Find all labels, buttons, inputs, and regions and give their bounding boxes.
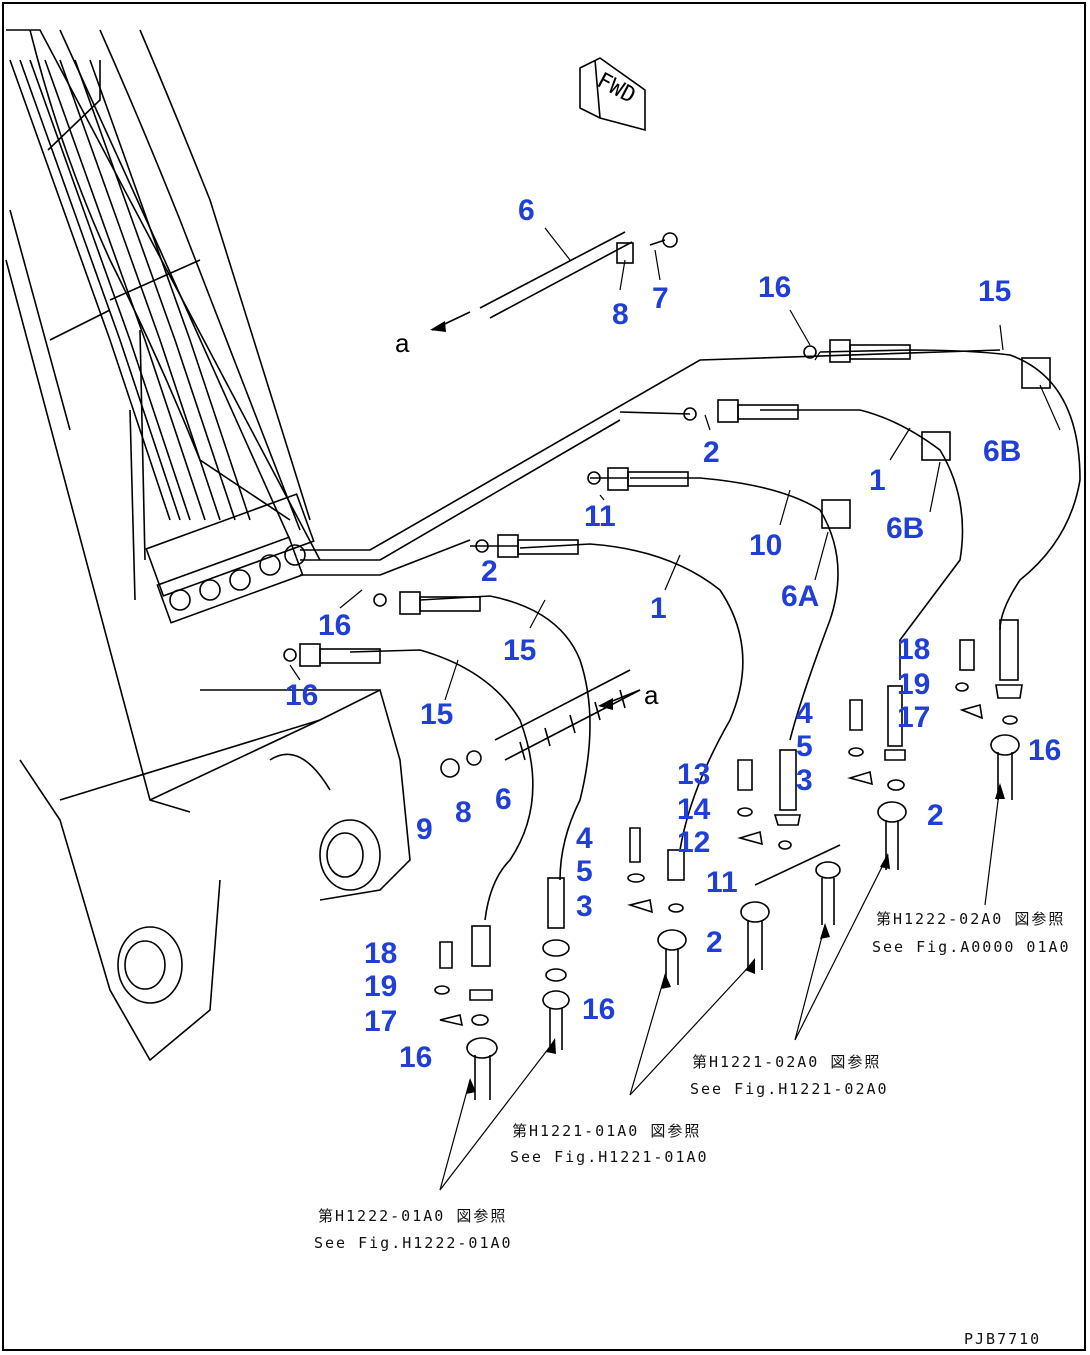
callout-part-17: 17: [897, 701, 931, 734]
reference-h1222-01-jp: 第H1222-01A0 図参照: [318, 1207, 508, 1225]
callout-part-16: 16: [582, 993, 616, 1026]
reference-h1221-02-en: See Fig.H1221-02A0: [690, 1080, 889, 1098]
fitting-group-right: [815, 619, 1023, 925]
callout-part-11: 11: [706, 866, 738, 899]
callout-part-1: 1: [650, 592, 667, 625]
boom-hoses: [9, 59, 251, 601]
callout-part-6a: 6A: [781, 580, 820, 613]
callout-part-16: 16: [285, 679, 319, 712]
callout-part-6: 6: [518, 194, 535, 227]
callout-part-18: 18: [897, 633, 931, 666]
callout-part-3: 3: [576, 890, 593, 923]
callout-part-6b: 6B: [886, 512, 925, 545]
arrowheads: [430, 321, 1005, 1094]
callout-part-1: 1: [869, 464, 886, 497]
hose-lines: [349, 349, 1081, 921]
callout-part-6: 6: [495, 783, 512, 816]
callout-part-2: 2: [706, 926, 723, 959]
callout-part-15: 15: [978, 275, 1012, 308]
callout-part-15: 15: [420, 698, 454, 731]
callout-part-2: 2: [927, 799, 944, 832]
reference-h1221-01-jp: 第H1221-01A0 図参照: [512, 1122, 702, 1140]
leader-lines: [289, 227, 1061, 701]
callout-part-2: 2: [481, 555, 498, 588]
reference-h1222-01-en: See Fig.H1222-01A0: [314, 1234, 513, 1252]
callout-part-19: 19: [364, 970, 398, 1003]
part-6-rod-top: [431, 231, 678, 331]
callout-part-5: 5: [796, 730, 813, 763]
callout-part-11: 11: [584, 500, 616, 533]
view-marker-a-lower: a: [644, 680, 659, 710]
callout-part-6b: 6B: [983, 435, 1022, 468]
callout-part-16: 16: [318, 609, 352, 642]
callout-part-16: 16: [399, 1041, 433, 1074]
fitting-group-middle: [627, 749, 841, 985]
drawing-code: PJB7710: [964, 1330, 1042, 1348]
callout-part-16: 16: [758, 271, 792, 304]
reference-h1221-02-jp: 第H1221-02A0 図参照: [692, 1053, 882, 1071]
callout-part-4: 4: [576, 822, 593, 855]
callout-part-18: 18: [364, 937, 398, 970]
reference-h1222-02-en: See Fig.A0000 01A0: [872, 938, 1071, 956]
callout-part-8: 8: [455, 796, 472, 829]
view-marker-a-top: a: [395, 328, 410, 358]
callout-part-16: 16: [1028, 734, 1062, 767]
callout-part-15: 15: [503, 634, 537, 667]
fwd-arrow-icon: [579, 57, 646, 132]
callout-part-14: 14: [677, 793, 711, 826]
callout-part-19: 19: [897, 668, 931, 701]
callout-part-7: 7: [652, 282, 669, 315]
callout-part-13: 13: [677, 758, 711, 791]
reference-h1222-02-jp: 第H1222-02A0 図参照: [876, 910, 1066, 928]
callout-part-9: 9: [416, 813, 433, 846]
reference-arrows: [439, 784, 1001, 1191]
reference-h1221-01-en: See Fig.H1221-01A0: [510, 1148, 709, 1166]
callout-part-17: 17: [364, 1005, 398, 1038]
callout-part-4: 4: [796, 697, 813, 730]
hose-fittings: [283, 339, 1051, 667]
callout-part-5: 5: [576, 855, 593, 888]
callout-part-12: 12: [677, 826, 711, 859]
callout-part-2: 2: [703, 436, 720, 469]
boom-structure: [5, 29, 411, 1062]
callout-part-8: 8: [612, 298, 629, 331]
callout-part-10: 10: [749, 529, 783, 562]
callout-part-3: 3: [796, 764, 813, 797]
fitting-group-left: [434, 877, 570, 1100]
part-6-rod-lower: [440, 669, 641, 778]
